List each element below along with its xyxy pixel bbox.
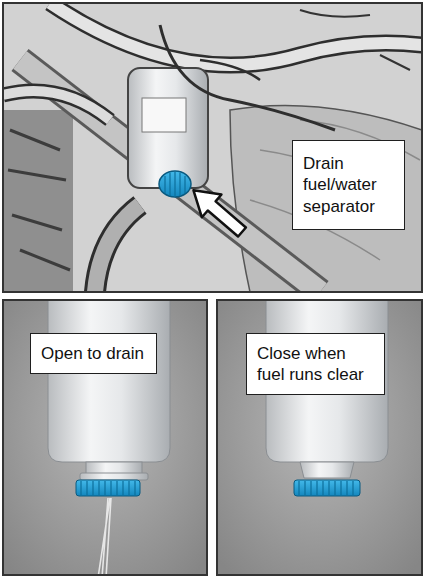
- illustration-part: [48, 300, 170, 462]
- illustration-part: [299, 481, 353, 495]
- illustration-part: [294, 480, 360, 496]
- illustration-part: [3, 3, 422, 292]
- closed-drain-scene: [217, 300, 422, 575]
- pointer-arrow: [184, 179, 252, 243]
- callout-text: Close when fuel runs clear: [257, 343, 373, 386]
- illustration-part: [95, 205, 140, 292]
- illustration-part: [80, 473, 148, 480]
- illustration-part: [159, 171, 191, 197]
- illustration-part: [50, 3, 422, 65]
- illustration-part: [3, 91, 110, 120]
- illustration-part: [3, 110, 73, 292]
- illustration-part: [300, 462, 354, 478]
- illustration-part: [86, 462, 142, 474]
- illustration-part: [165, 172, 185, 197]
- callout-box: Drain fuel/water separator: [292, 140, 405, 230]
- illustration-part: [250, 120, 420, 260]
- illustration-part: [142, 98, 186, 132]
- panel-frame: [3, 300, 207, 575]
- callout-box: Open to drain: [30, 333, 157, 374]
- illustration-part: [160, 25, 335, 130]
- illustration-part: [95, 205, 140, 292]
- callout-text: Drain fuel/water separator: [303, 153, 393, 217]
- illustration-part: [81, 481, 135, 495]
- illustration-part: [76, 480, 140, 496]
- illustration-part: [50, 3, 422, 65]
- illustration-part: [8, 130, 70, 270]
- engine-bay-scene: [3, 3, 422, 292]
- open-drain-scene: [3, 300, 207, 575]
- callout-box: Close when fuel runs clear: [246, 333, 385, 395]
- illustration-part: [230, 106, 422, 293]
- panel-frame: [3, 3, 422, 292]
- callout-text: Open to drain: [41, 343, 146, 364]
- illustration-part: [300, 10, 410, 70]
- illustration-part: [200, 60, 260, 80]
- illustration-part: [98, 498, 111, 575]
- panel-frame: [217, 300, 422, 575]
- illustration-part: [3, 91, 110, 120]
